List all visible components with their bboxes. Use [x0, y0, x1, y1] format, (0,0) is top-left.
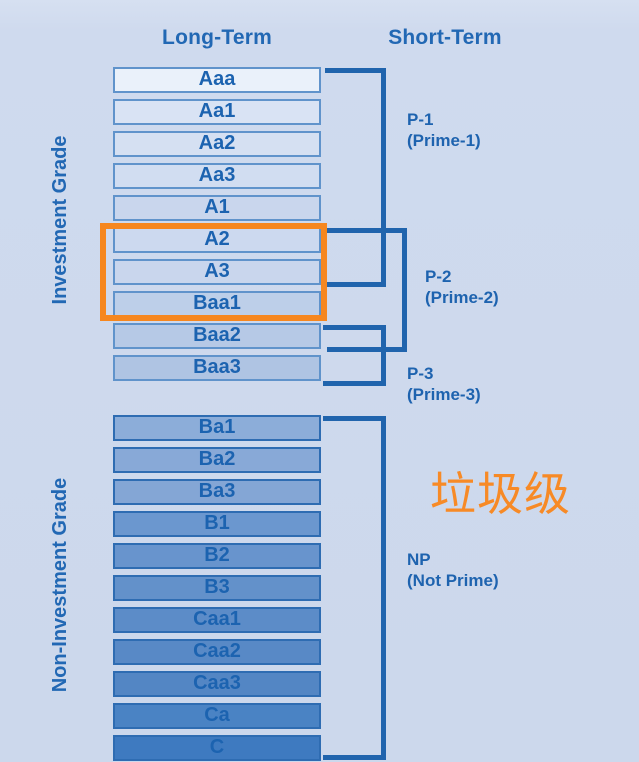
p2-name: (Prime-2) [425, 288, 499, 307]
rating-label: A1 [204, 196, 230, 218]
rating-label: Baa3 [193, 356, 241, 378]
p1-code: P-1 [407, 110, 434, 129]
rating-label: Caa3 [193, 672, 241, 694]
rating-box: Aa1 [113, 99, 321, 125]
p3-code: P-3 [407, 364, 434, 383]
rating-box: Aaa [113, 67, 321, 93]
rating-box: Caa3 [113, 671, 321, 697]
rating-box: Ca [113, 703, 321, 729]
rating-label: Baa1 [193, 292, 241, 314]
np-bracket [323, 416, 386, 760]
rating-box: Caa1 [113, 607, 321, 633]
rating-box: B1 [113, 511, 321, 537]
non-investment-grade-rating-list: Ba1 Ba2 Ba3 B1 B2 B3 Caa1 Caa2 Caa3 Ca C [113, 415, 321, 762]
rating-box: B3 [113, 575, 321, 601]
rating-box: B2 [113, 543, 321, 569]
rating-label: Ca [204, 704, 230, 726]
p1-name: (Prime-1) [407, 131, 481, 150]
rating-label: B1 [204, 512, 230, 534]
rating-box: Caa2 [113, 639, 321, 665]
rating-label: Caa1 [193, 608, 241, 630]
p2-code: P-2 [425, 267, 452, 286]
highlight-rect-a2-a3-baa1 [100, 223, 327, 321]
rating-label: Aa1 [198, 100, 236, 122]
investment-grade-label: Investment Grade [49, 135, 71, 305]
np-code: NP [407, 550, 431, 569]
p3-name: (Prime-3) [407, 385, 481, 404]
rating-box: Aa3 [113, 163, 321, 189]
np-label: NP (Not Prime) [407, 549, 499, 591]
rating-box: C [113, 735, 321, 761]
rating-box: A1 [113, 195, 321, 221]
p2-label: P-2 (Prime-2) [425, 266, 499, 308]
np-name: (Not Prime) [407, 571, 499, 590]
investment-grade-rating-list: Aaa Aa1 Aa2 Aa3 A1 A2 A3 Baa1 Baa2 Baa3 [113, 67, 321, 387]
rating-label: A3 [204, 260, 230, 282]
rating-label: Ba3 [198, 480, 236, 502]
rating-label: B2 [204, 544, 230, 566]
rating-label: Caa2 [193, 640, 241, 662]
rating-label: B3 [204, 576, 230, 598]
rating-box: A3 [113, 259, 321, 285]
rating-box: Ba2 [113, 447, 321, 473]
rating-label: C [209, 736, 225, 758]
rating-box: Aa2 [113, 131, 321, 157]
rating-label: Baa2 [193, 324, 241, 346]
short-term-header: Short-Term [388, 26, 502, 49]
rating-box: Baa2 [113, 323, 321, 349]
long-term-header: Long-Term [162, 26, 272, 49]
rating-box: Baa3 [113, 355, 321, 381]
rating-label: Aaa [198, 68, 236, 90]
p2-bracket [327, 228, 407, 352]
p3-bracket [323, 325, 386, 386]
non-investment-grade-label: Non-Investment Grade [49, 477, 71, 693]
p1-bracket [325, 68, 386, 287]
junk-grade-label: 垃圾级 [430, 468, 571, 520]
rating-label: Ba2 [198, 448, 236, 470]
rating-label: Aa3 [198, 164, 236, 186]
rating-label: A2 [204, 228, 230, 250]
rating-label: Aa2 [198, 132, 236, 154]
rating-label: Ba1 [198, 416, 236, 438]
rating-box: Ba3 [113, 479, 321, 505]
p3-label: P-3 (Prime-3) [407, 363, 481, 405]
p1-label: P-1 (Prime-1) [407, 109, 481, 151]
rating-box: Ba1 [113, 415, 321, 441]
